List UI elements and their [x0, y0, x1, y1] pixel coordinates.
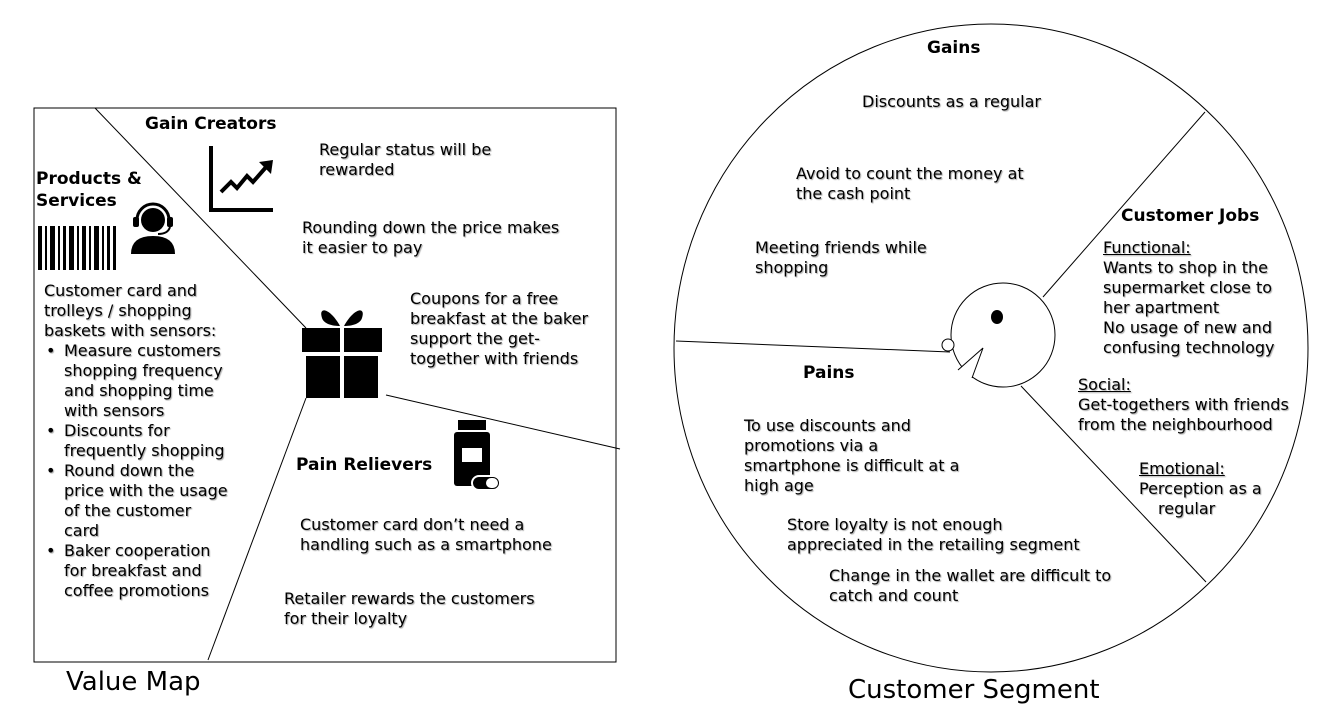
customer-face-icon	[941, 282, 1056, 388]
social-jobs: Social: Get-togethers with friends from …	[1078, 375, 1289, 434]
gain-creators-title: Gain Creators	[145, 114, 277, 134]
support-agent-icon	[131, 202, 175, 254]
pain-relievers-title: Pain Relievers	[296, 455, 433, 475]
value-map-divider-right	[385, 394, 621, 450]
list-item: Baker cooperation for breakfast and coff…	[44, 541, 228, 601]
gain-item: Discounts as a regular	[862, 92, 1041, 111]
pain-item: Change in the wallet are difficult to ca…	[829, 566, 1112, 605]
value-map-caption: Value Map	[66, 667, 201, 697]
functional-jobs: Functional: Wants to shop in the superma…	[1103, 238, 1275, 357]
chart-growth-icon	[209, 146, 273, 212]
pain-item: To use discounts and promotions via a sm…	[744, 416, 960, 495]
list-item: Measure customers shopping frequency and…	[44, 341, 228, 421]
pain-item: Store loyalty is not enough appreciated …	[787, 515, 1080, 554]
medicine-bottle-icon	[454, 420, 501, 491]
gain-creator-item: Regular status will be rewarded	[319, 140, 492, 179]
segment-divider-left	[675, 340, 951, 353]
list-item: Discounts for frequently shopping	[44, 421, 228, 461]
value-map-divider-top	[94, 107, 307, 329]
gains-title: Gains	[927, 38, 981, 58]
value-map-frame	[33, 107, 617, 663]
segment-divider-upper	[1042, 111, 1206, 298]
gain-creator-item: Rounding down the price makes it easier …	[302, 218, 560, 257]
products-services-list: Customer card and trolleys / shopping ba…	[44, 281, 228, 601]
value-map-divider-bottom	[207, 397, 307, 661]
segment-divider-lower	[1020, 385, 1207, 583]
emotional-jobs: Emotional: Perception as a regular	[1139, 459, 1262, 518]
gain-item: Meeting friends while shopping	[755, 238, 927, 277]
list-item: Round down the price with the usage of t…	[44, 461, 228, 541]
pain-reliever-item: Retailer rewards the customers for their…	[284, 589, 535, 628]
products-services-title: Products & Services	[36, 169, 142, 211]
barcode-icon	[38, 226, 116, 270]
pain-reliever-item: Customer card don’t need a handling such…	[300, 515, 552, 554]
customer-jobs-title: Customer Jobs	[1121, 206, 1260, 226]
gift-icon	[302, 310, 382, 398]
gain-creator-item: Coupons for a free breakfast at the bake…	[410, 289, 589, 368]
gain-item: Avoid to count the money at the cash poi…	[796, 164, 1024, 203]
customer-segment-circle	[673, 23, 1309, 673]
customer-segment-caption: Customer Segment	[848, 675, 1100, 705]
pains-title: Pains	[803, 363, 855, 383]
